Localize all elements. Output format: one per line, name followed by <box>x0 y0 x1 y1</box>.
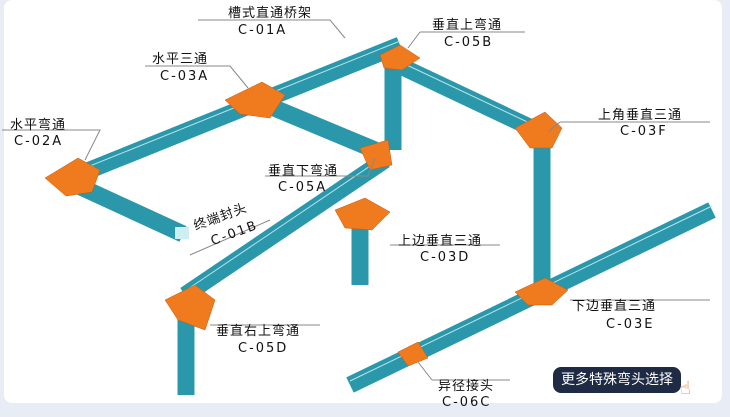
label-title-c05b: 垂直上弯通 <box>432 18 503 33</box>
label-title-c06c: 异径接头 <box>438 379 495 394</box>
label-code-c05b: C-05B <box>444 35 494 50</box>
fitting-c05a <box>359 139 393 171</box>
more-special-elbows-button[interactable]: 更多特殊弯头选择 <box>553 367 681 393</box>
label-title-c03e: 下边垂直三通 <box>572 299 657 314</box>
label-code-c03e: C-03E <box>606 317 655 332</box>
fitting-c05b <box>379 44 421 71</box>
pointer-hand-icon: ☝ <box>680 378 691 399</box>
fitting-c03f <box>514 111 563 149</box>
label-code-c05a: C-05A <box>278 180 328 195</box>
label-code-c03a: C-03A <box>160 69 210 84</box>
label-code-c06c: C-06C <box>442 395 492 410</box>
label-title-c01a: 槽式直通桥架 <box>228 6 313 21</box>
fitting-c06c <box>397 341 429 367</box>
label-title-c05a: 垂直下弯通 <box>268 164 339 179</box>
label-title-c03a: 水平三通 <box>152 52 209 67</box>
label-code-c03d: C-03D <box>420 250 471 265</box>
fitting-c03e <box>514 277 569 306</box>
label-title-c02a: 水平弯通 <box>10 118 67 133</box>
leader-lines <box>2 19 710 381</box>
label-title-c05d: 垂直右上弯通 <box>216 324 301 339</box>
fitting-c05d <box>164 284 216 331</box>
label-code-c02a: C-02A <box>14 134 64 149</box>
label-title-c03f: 上角垂直三通 <box>598 108 683 123</box>
label-code-c03f: C-03F <box>620 124 668 139</box>
end-cap-c01b <box>175 227 189 239</box>
tray-upper <box>66 37 404 186</box>
label-code-c01a: C-01A <box>238 23 288 38</box>
tray-upper-right <box>388 54 544 140</box>
label-title-c03d: 上边垂直三通 <box>398 234 483 249</box>
fitting-c03a <box>224 81 286 119</box>
fitting-c03d <box>334 197 391 231</box>
fitting-c02a <box>44 157 101 197</box>
tray-lower <box>180 152 390 303</box>
label-code-c05d: C-05D <box>238 341 289 356</box>
